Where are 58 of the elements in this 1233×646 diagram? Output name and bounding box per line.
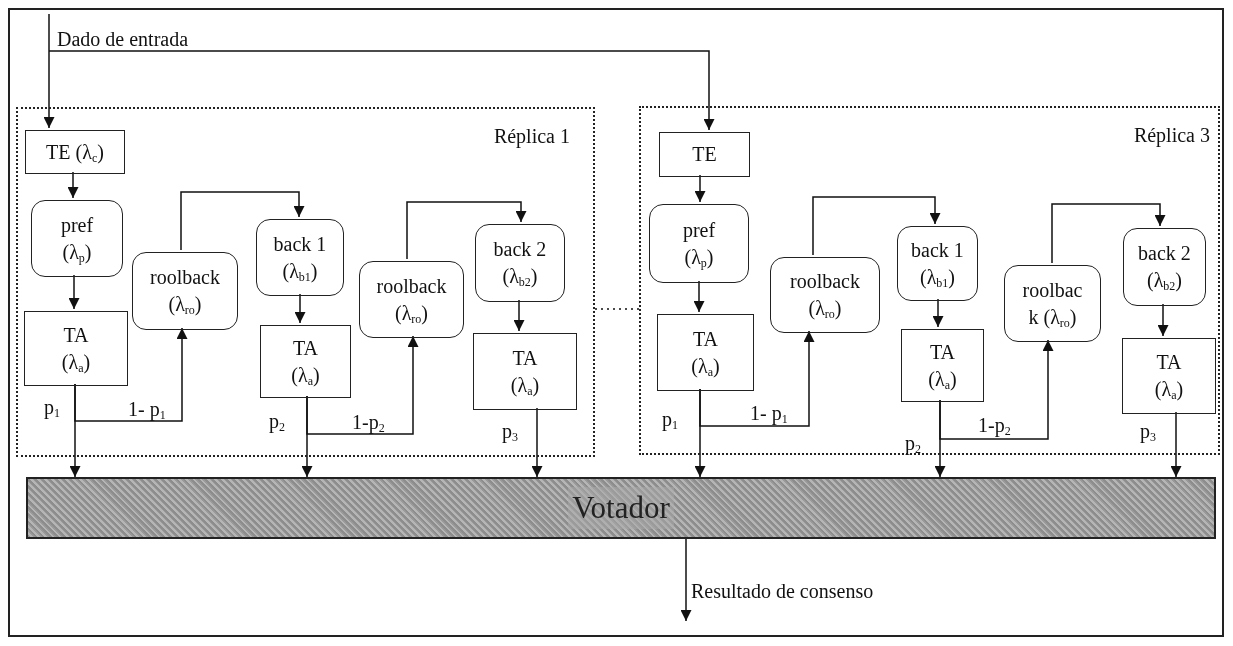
arrow <box>68 274 80 310</box>
replica-box <box>639 106 1220 455</box>
arrow <box>812 196 941 256</box>
edge-label: Resultado de consenso <box>691 580 874 602</box>
voter-label: Votador <box>568 487 674 529</box>
rounded-process-box: roolback (λ$_{ro}$) <box>359 261 464 338</box>
rounded-process-box: back 1 (λ$_{b1}$) <box>897 226 978 301</box>
arrow <box>294 293 306 324</box>
process-box: TA (λ$_{a}$) <box>1122 338 1216 414</box>
arrow <box>1170 411 1182 478</box>
edge-label: p$_{1}$ <box>662 408 678 430</box>
arrow <box>531 407 543 478</box>
process-box: TA (λ$_{a}$) <box>657 314 754 391</box>
rounded-process-box: roolbac k (λ$_{ro}$) <box>1004 265 1101 342</box>
arrow <box>306 335 419 435</box>
arrow <box>74 327 188 422</box>
arrow <box>513 299 525 332</box>
edge-label: 1-p$_{2}$ <box>352 411 385 433</box>
arrow <box>680 538 692 622</box>
edge-label: Dado de entrada <box>57 28 189 50</box>
rounded-process-box: pref (λ$_{p}$) <box>31 200 123 277</box>
voter-bar <box>26 477 1216 539</box>
process-box: TA (λ$_{a}$) <box>901 329 984 402</box>
arrow <box>1157 303 1169 337</box>
edge-label: p$_{3}$ <box>1140 420 1156 442</box>
replica-title: Réplica 1 <box>493 124 570 150</box>
edge-label: 1- p$_{1}$ <box>750 402 788 424</box>
edge-label: p$_{3}$ <box>502 420 518 442</box>
rounded-process-box: back 1 (λ$_{b1}$) <box>256 219 344 296</box>
rounded-process-box: pref (λ$_{p}$) <box>649 204 749 283</box>
arrow <box>43 13 55 129</box>
rounded-process-box: roolback (λ$_{ro}$) <box>132 252 238 330</box>
process-box: TA (λ$_{a}$) <box>24 311 128 386</box>
process-box: TA (λ$_{a}$) <box>260 325 351 398</box>
edge-label: p$_{2}$ <box>905 432 921 454</box>
rounded-process-box: back 2 (λ$_{b2}$) <box>475 224 565 302</box>
rounded-process-box: back 2 (λ$_{b2}$) <box>1123 228 1206 306</box>
arrow <box>699 330 815 427</box>
edge-label: p$_{1}$ <box>44 396 60 418</box>
process-box: TA (λ$_{a}$) <box>473 333 577 410</box>
arrow <box>932 298 944 328</box>
edge-label: 1-p$_{2}$ <box>978 414 1011 436</box>
process-box: TE <box>659 132 750 177</box>
rounded-process-box: roolback (λ$_{ro}$) <box>770 257 880 333</box>
replica-box <box>16 107 595 457</box>
edge-label: p$_{2}$ <box>269 410 285 432</box>
arrow <box>67 171 79 199</box>
edge-label: 1- p$_{1}$ <box>128 398 166 420</box>
arrow <box>693 280 705 313</box>
arrow <box>694 174 706 203</box>
arrow <box>180 191 305 251</box>
arrow <box>1051 203 1166 264</box>
arrow <box>939 339 1054 440</box>
process-box: TE (λ$_{c}$) <box>25 130 125 174</box>
arrow <box>48 50 715 131</box>
replica-title: Réplica 3 <box>1133 123 1210 149</box>
dotted-connector <box>594 308 640 310</box>
arrow <box>406 201 527 260</box>
